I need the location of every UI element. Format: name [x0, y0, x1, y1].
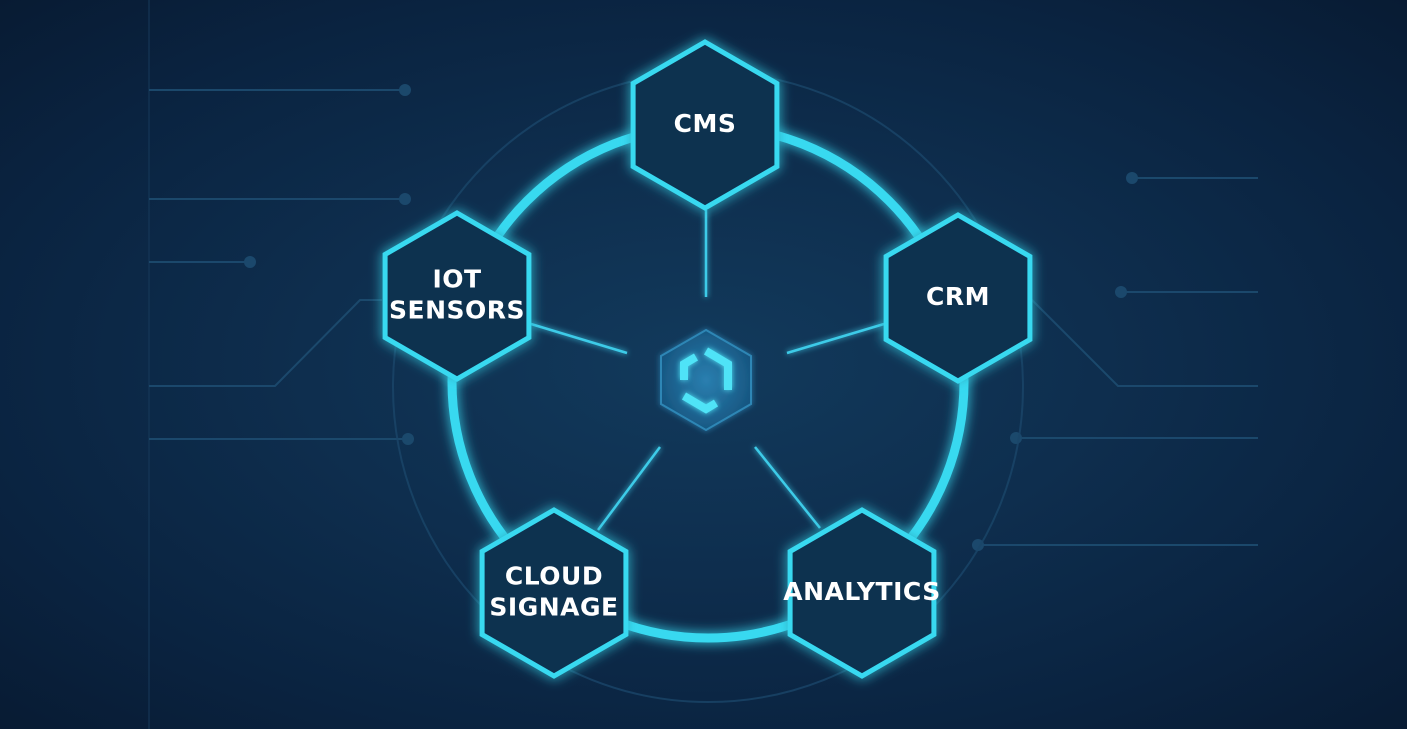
- node-hexagon-crm: [883, 212, 1033, 384]
- circuit-line-right-3: [1031, 299, 1258, 387]
- circuit-decoration: [149, 84, 1258, 551]
- hub-spokes: [530, 210, 885, 531]
- node-label-cloud-signage-1: CLOUD: [505, 562, 603, 591]
- node-analytics: ANALYTICS: [783, 507, 940, 679]
- node-label-iot-sensors-2: SENSORS: [389, 296, 525, 325]
- circuit-line-left-4: [149, 299, 382, 387]
- node-crm: CRM: [883, 212, 1033, 384]
- spoke-analytics: [754, 446, 821, 529]
- node-hexagon-iot-sensors: [382, 210, 532, 382]
- circuit-node-left-3: [244, 256, 256, 268]
- node-cms: CMS: [630, 39, 780, 211]
- central-hub: [660, 328, 752, 432]
- node-label-crm-1: CRM: [926, 282, 990, 311]
- spoke-cloud-signage: [596, 446, 662, 531]
- circuit-node-left-1: [399, 84, 411, 96]
- node-label-cms-1: CMS: [674, 109, 737, 138]
- circuit-node-right-5: [972, 539, 984, 551]
- circuit-node-left-5: [402, 433, 414, 445]
- node-label-cloud-signage-2: SIGNAGE: [489, 593, 618, 622]
- node-hexagon-analytics: [787, 507, 937, 679]
- circuit-node-left-2: [399, 193, 411, 205]
- spoke-crm: [786, 322, 885, 355]
- node-label-analytics-1: ANALYTICS: [783, 577, 940, 606]
- hub-hexagon: [660, 328, 752, 432]
- node-hexagon-cloud-signage: [479, 507, 629, 679]
- node-label-iot-sensors-1: IOT: [432, 265, 481, 294]
- circuit-node-right-1: [1126, 172, 1138, 184]
- node-hexagon-cms: [630, 39, 780, 211]
- spoke-iot-sensors: [530, 322, 628, 355]
- circuit-node-right-2: [1115, 286, 1127, 298]
- hub-logo-icon: [680, 347, 732, 414]
